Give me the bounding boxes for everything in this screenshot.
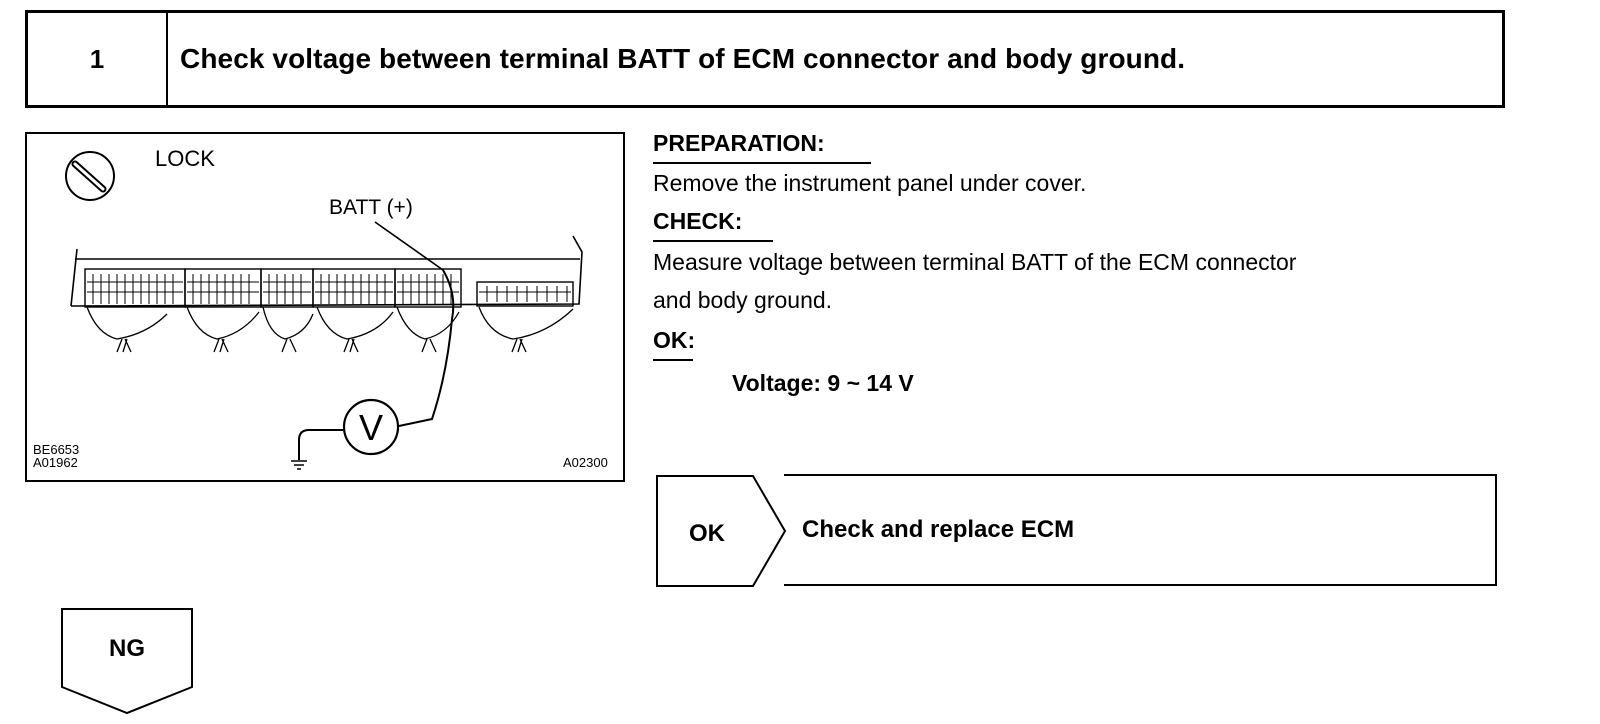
ignition-lock-icon [65, 151, 115, 201]
connector-pin-pattern [87, 274, 571, 304]
ok-spec: Voltage: 9 ~ 14 V [732, 370, 914, 396]
preparation-heading: PREPARATION: [653, 130, 825, 156]
ok-action-text: Check and replace ECM [802, 516, 1075, 543]
preparation-underline [653, 162, 871, 164]
connector-diagram: LOCK BATT (+) [25, 132, 625, 482]
voltmeter-icon: V [342, 398, 400, 456]
check-text-line-1: Measure voltage between terminal BATT of… [653, 249, 1297, 275]
probe-wire [398, 269, 455, 427]
step-header: 1 Check voltage between terminal BATT of… [25, 10, 1505, 108]
ok-tag-label: OK [689, 520, 726, 547]
voltmeter-symbol: V [359, 407, 383, 448]
step-number: 1 [28, 13, 168, 105]
ref-code-right: A02300 [563, 455, 608, 470]
ecm-connector-body [70, 235, 583, 307]
ecm-connector-block [84, 268, 574, 308]
batt-terminal-label: BATT (+) [329, 196, 413, 219]
ng-tag-label: NG [109, 635, 145, 662]
ok-result-tag: OK [656, 475, 787, 587]
ground-symbol-icon [291, 460, 307, 470]
ignition-lock-label: LOCK [155, 146, 215, 171]
batt-leader-line [374, 221, 444, 271]
connector-diagram-drawing: LOCK BATT (+) [33, 146, 608, 470]
step-title: Check voltage between terminal BATT of E… [180, 43, 1186, 74]
check-heading: CHECK: [653, 208, 743, 234]
ok-underline [653, 359, 693, 361]
ground-wire [298, 429, 344, 460]
wire-harness [86, 306, 574, 353]
ref-code-bottom: A01962 [33, 455, 78, 470]
ok-heading: OK: [653, 327, 696, 353]
ok-action-box: Check and replace ECM [784, 474, 1497, 586]
preparation-text: Remove the instrument panel under cover. [653, 170, 1087, 196]
check-underline [653, 240, 773, 242]
check-text-line-2: and body ground. [653, 287, 833, 313]
ref-code-top: BE6653 [33, 442, 79, 457]
ng-result-tag: NG [61, 608, 193, 715]
